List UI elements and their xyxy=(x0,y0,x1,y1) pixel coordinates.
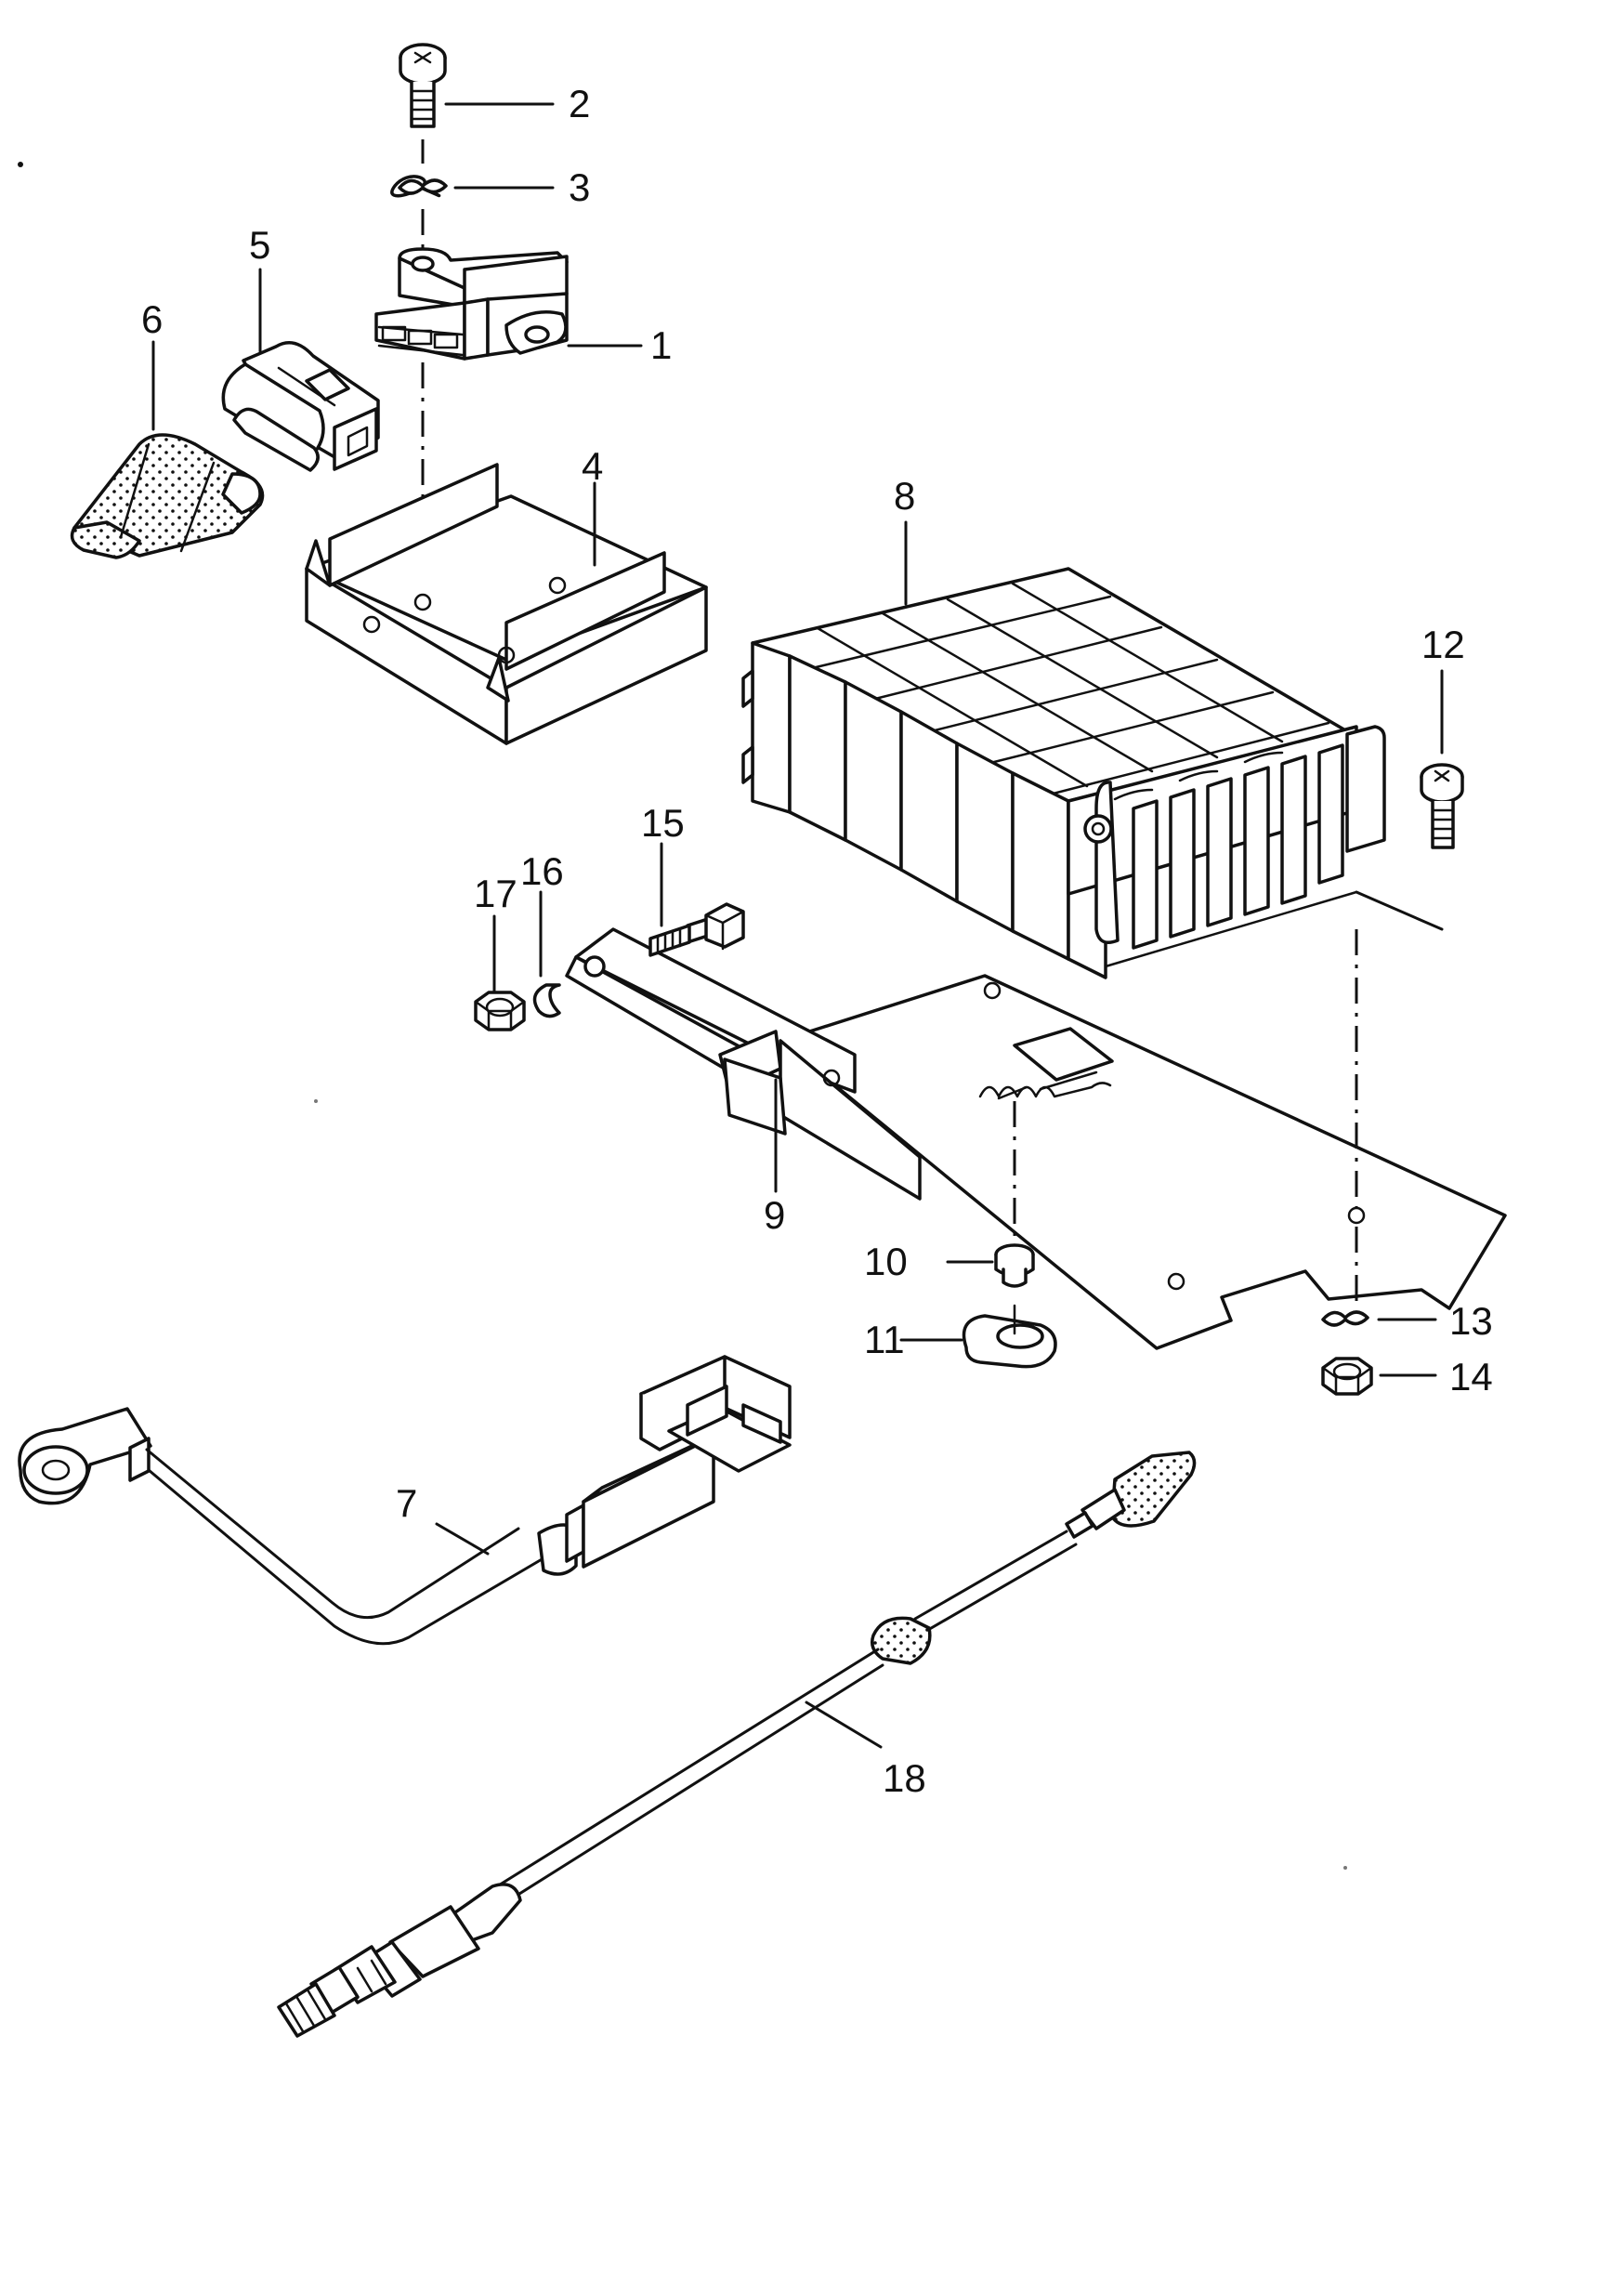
callout-14: 14 xyxy=(1449,1355,1493,1399)
nut-part-17 xyxy=(474,991,526,1031)
mounting-plate-part-9 xyxy=(565,927,1507,1350)
callout-9: 9 xyxy=(764,1193,785,1237)
washer-part-13 xyxy=(1321,1310,1369,1327)
leader-8-bracket xyxy=(1355,890,1444,931)
callout-2: 2 xyxy=(569,82,590,125)
boot-part-6 xyxy=(70,433,265,559)
callout-18: 18 xyxy=(883,1756,926,1800)
ecu-part-8 xyxy=(741,567,1386,979)
callout-17: 17 xyxy=(474,872,517,915)
nut-part-14 xyxy=(1321,1357,1373,1396)
rubber-mount-part-11 xyxy=(962,1304,1057,1369)
callout-12: 12 xyxy=(1421,623,1465,666)
screw-part-12 xyxy=(1420,763,1464,849)
callout-7: 7 xyxy=(396,1481,417,1525)
callout-3: 3 xyxy=(569,165,590,209)
callout-13: 13 xyxy=(1449,1299,1493,1343)
callout-16: 16 xyxy=(520,849,564,893)
washer-part-3 xyxy=(390,175,448,198)
knock-sensor-part-7 xyxy=(18,1355,792,1646)
callout-11: 11 xyxy=(864,1318,905,1361)
scan-speck xyxy=(18,162,23,167)
callout-6: 6 xyxy=(141,297,163,341)
scan-speck xyxy=(1343,1866,1347,1870)
callout-8: 8 xyxy=(894,474,915,518)
leader-18 xyxy=(805,1701,883,1749)
callout-10: 10 xyxy=(864,1240,908,1283)
scan-speck xyxy=(314,1099,318,1103)
connector-part-5 xyxy=(221,341,380,472)
bracket-part-4 xyxy=(305,463,708,745)
callout-5: 5 xyxy=(249,223,270,267)
bolt-part-15 xyxy=(648,902,745,957)
grommet-part-10 xyxy=(994,1243,1035,1288)
callout-4: 4 xyxy=(582,444,603,488)
control-module-part-1 xyxy=(374,247,569,361)
screw-part-2 xyxy=(399,43,447,128)
callout-1: 1 xyxy=(650,323,672,367)
spring-washer-part-16 xyxy=(532,983,561,1018)
oxygen-sensor-part-18 xyxy=(277,1451,1197,2038)
callout-15: 15 xyxy=(641,801,685,845)
leader-7 xyxy=(435,1522,490,1556)
